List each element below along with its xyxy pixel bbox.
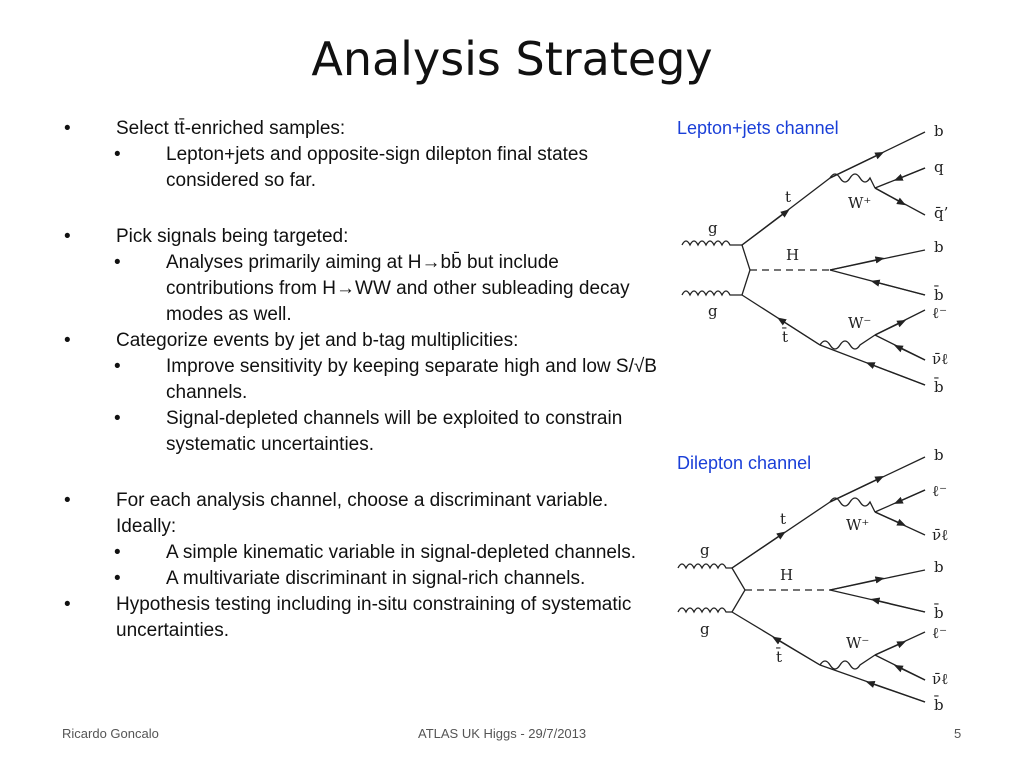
w-plus-line xyxy=(829,497,876,513)
sub-bullet-item: • Analyses primarily aiming at H→bb̄ but … xyxy=(58,250,658,328)
label-b-top: b xyxy=(934,446,944,464)
label-q: q xyxy=(934,158,944,176)
sub-bullet-item: • Improve sensitivity by keeping separate… xyxy=(58,354,658,406)
gluon-bottom-line xyxy=(681,290,742,297)
bullet-marker: • xyxy=(114,542,121,563)
w-plus-line xyxy=(829,173,876,189)
label-t: t xyxy=(785,188,791,206)
gluon-top-line xyxy=(681,240,742,247)
label-tbar: t̄ xyxy=(782,328,788,346)
label-b-higgs: b xyxy=(934,558,944,576)
bullet-item: • Select tt̄-enriched samples: xyxy=(58,116,658,142)
footer-author: Ricardo Goncalo xyxy=(62,726,159,741)
bullet-marker: • xyxy=(114,252,121,273)
bullet-marker: • xyxy=(114,568,121,589)
sub-bullet-text: A multivariate discriminant in signal-ri… xyxy=(166,568,586,589)
dilepton-feynman-diagram: g g t t̄ H W⁺ W⁻ b ℓ⁻ ν̄ℓ b b̄ ℓ⁻ ν̄ℓ b̄ xyxy=(677,446,948,714)
bullet-marker: • xyxy=(64,118,71,139)
label-b-higgs: b xyxy=(934,238,944,256)
bullet-item: • For each analysis channel, choose a dis… xyxy=(58,488,658,540)
bullet-list: • Select tt̄-enriched samples: • Lepton+je… xyxy=(58,116,658,644)
gluon-bottom-line xyxy=(677,607,732,614)
label-Wplus: W⁺ xyxy=(848,194,871,212)
label-tbar: t̄ xyxy=(776,648,782,666)
bullet-text: For each analysis channel, choose a disc… xyxy=(116,490,609,537)
bullet-marker: • xyxy=(64,330,71,351)
sub-bullet-item: • Signal-depleted channels will be exploi… xyxy=(58,406,658,458)
label-g-top: g xyxy=(708,219,718,237)
label-Wminus: W⁻ xyxy=(848,314,871,332)
label-g-bottom: g xyxy=(700,620,710,638)
label-bbar-bottom: b̄ xyxy=(934,696,944,714)
label-Wplus: W⁺ xyxy=(846,516,869,534)
w-minus-line xyxy=(819,654,876,670)
label-lepton-plus: ℓ⁻ xyxy=(932,482,947,500)
sub-bullet-text: Analyses primarily aiming at H→bb̄ but i… xyxy=(166,252,630,325)
sub-bullet-item: • A simple kinematic variable in signal-d… xyxy=(58,540,658,566)
sub-bullet-text: Improve sensitivity by keeping separate … xyxy=(166,356,657,403)
label-g-top: g xyxy=(700,541,710,559)
label-bbar-bottom: b̄ xyxy=(934,378,944,396)
page-number: 5 xyxy=(954,726,962,741)
bullet-marker: • xyxy=(64,594,71,615)
bullet-item: • Hypothesis testing including in-situ co… xyxy=(58,592,658,644)
lepton-jets-feynman-diagram: g g t t̄ H W⁺ W⁻ b q q̄’ b b̄ ℓ⁻ ν̄ℓ b̄ xyxy=(681,122,948,396)
bullet-text: Categorize events by jet and b-tag multi… xyxy=(116,330,519,351)
label-g-bottom: g xyxy=(708,302,718,320)
sub-bullet-text: Signal-depleted channels will be exploit… xyxy=(166,408,623,455)
bullet-item: • Pick signals being targeted: xyxy=(58,224,658,250)
bullet-marker: • xyxy=(114,356,121,377)
sub-bullet-item: • Lepton+jets and opposite-sign dilepton … xyxy=(58,142,658,194)
bullet-item: • Categorize events by jet and b-tag mult… xyxy=(58,328,658,354)
label-nu: ν̄ℓ xyxy=(932,526,948,544)
bullet-marker: • xyxy=(64,490,71,511)
bullet-marker: • xyxy=(114,144,121,165)
label-t: t xyxy=(780,510,786,528)
label-qbar: q̄’ xyxy=(934,204,948,222)
footer-event: ATLAS UK Higgs - 29/7/2013 xyxy=(418,726,587,741)
label-H: H xyxy=(780,566,793,584)
w-minus-line xyxy=(819,334,876,350)
sub-bullet-text: A simple kinematic variable in signal-de… xyxy=(166,542,636,563)
gluon-top-line xyxy=(677,563,732,570)
bullet-text: Hypothesis testing including in-situ con… xyxy=(116,594,632,641)
sub-bullet-item: • A multivariate discriminant in signal-r… xyxy=(58,566,658,592)
bullet-marker: • xyxy=(114,408,121,429)
label-bbar-higgs: b̄ xyxy=(934,604,944,622)
label-nubar: ν̄ℓ xyxy=(932,670,948,688)
label-nubar: ν̄ℓ xyxy=(932,350,948,368)
vertex-line xyxy=(731,567,746,613)
slide-title: Analysis Strategy xyxy=(311,32,713,86)
sub-bullet-text: Lepton+jets and opposite-sign dilepton f… xyxy=(166,144,588,191)
label-bbar-higgs: b̄ xyxy=(934,286,944,304)
label-H: H xyxy=(786,246,799,264)
label-lepton: ℓ⁻ xyxy=(932,304,947,322)
dilepton-channel-label: Dilepton channel xyxy=(677,453,812,473)
bullet-text: Pick signals being targeted: xyxy=(116,226,349,247)
bullet-text: Select tt̄-enriched samples: xyxy=(116,118,346,139)
label-b-top: b xyxy=(934,122,944,140)
bullet-marker: • xyxy=(64,226,71,247)
lepton-jets-channel-label: Lepton+jets channel xyxy=(677,118,839,138)
label-lepton-minus: ℓ⁻ xyxy=(932,624,947,642)
vertex-line xyxy=(741,244,751,296)
label-Wminus: W⁻ xyxy=(846,634,869,652)
